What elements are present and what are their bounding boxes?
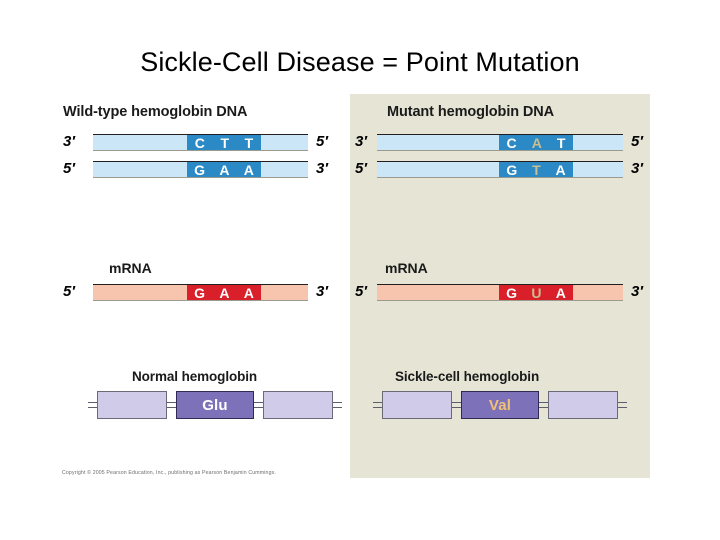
mutant-mrna-codon: G U A <box>499 285 573 300</box>
chain-connector-icon <box>373 401 382 410</box>
mrna-base: G <box>194 284 206 301</box>
wild-type-dna-top-left-prime: 3′ <box>63 133 75 150</box>
mutant-dna-bottom-strand: G T A <box>377 161 623 178</box>
dna-base-mutated: A <box>531 134 542 151</box>
dna-base: T <box>244 134 254 151</box>
wild-type-mrna-left-prime: 5′ <box>63 283 75 300</box>
chain-connector-icon <box>452 401 461 410</box>
wild-type-mrna-codon: G A A <box>187 285 261 300</box>
chain-connector-icon <box>539 401 548 410</box>
mrna-base: A <box>219 284 230 301</box>
amino-acid-box <box>548 391 618 419</box>
mutant-mrna-bar: G U A <box>377 284 623 301</box>
amino-acid-box <box>97 391 167 419</box>
wild-type-dna-top-codon: C T T <box>187 135 261 150</box>
amino-acid-label: Glu <box>202 396 228 414</box>
column-wild-type: Wild-type hemoglobin DNA 3′ 5′ C T T 5′ … <box>55 88 355 490</box>
dna-base: C <box>506 134 517 151</box>
chain-connector-icon <box>333 401 342 410</box>
wild-type-dna-title: Wild-type hemoglobin DNA <box>63 104 248 120</box>
sickle-cell-hemoglobin-chain: Val <box>373 390 627 420</box>
wild-type-dna-bottom-strand: G A A <box>93 161 308 178</box>
wild-type-mrna-title: mRNA <box>109 260 152 276</box>
dna-base: T <box>556 134 566 151</box>
mutant-dna-bottom-right-prime: 3′ <box>631 160 643 177</box>
wild-type-dna-bottom-left-prime: 5′ <box>63 160 75 177</box>
amino-acid-label-mutated: Val <box>488 396 512 414</box>
dna-base-mutated: T <box>532 161 541 178</box>
mutant-dna-top-left-prime: 3′ <box>355 133 367 150</box>
mutant-dna-bottom-codon: G T A <box>499 162 573 177</box>
mutant-dna-bottom-left-prime: 5′ <box>355 160 367 177</box>
amino-acid-box <box>382 391 452 419</box>
dna-base: A <box>219 161 230 178</box>
mutant-dna-top-codon: C A T <box>499 135 573 150</box>
column-mutant: Mutant hemoglobin DNA 3′ 5′ C A T 5′ 3′ … <box>355 88 655 490</box>
wild-type-mrna-bar: G A A <box>93 284 308 301</box>
dna-base: T <box>220 134 230 151</box>
wild-type-dna-top-right-prime: 5′ <box>316 133 328 150</box>
dna-base: A <box>555 161 566 178</box>
amino-acid-box-highlighted: Glu <box>176 391 254 419</box>
copyright-notice: Copyright © 2005 Pearson Education, Inc.… <box>62 470 276 476</box>
mrna-base-mutated: U <box>531 284 542 301</box>
mrna-base: A <box>555 284 566 301</box>
normal-hemoglobin-title: Normal hemoglobin <box>132 369 258 384</box>
sickle-cell-hemoglobin-title: Sickle-cell hemoglobin <box>395 369 540 384</box>
sickle-cell-figure: Wild-type hemoglobin DNA 3′ 5′ C T T 5′ … <box>55 88 665 490</box>
dna-base: A <box>243 161 254 178</box>
chain-connector-icon <box>254 401 263 410</box>
dna-base: C <box>194 134 205 151</box>
wild-type-mrna-right-prime: 3′ <box>316 283 328 300</box>
mutant-dna-title: Mutant hemoglobin DNA <box>387 104 555 120</box>
page-title: Sickle-Cell Disease = Point Mutation <box>140 47 580 77</box>
wild-type-dna-top-strand: C T T <box>93 134 308 151</box>
amino-acid-box-highlighted: Val <box>461 391 539 419</box>
mutant-dna-top-strand: C A T <box>377 134 623 151</box>
wild-type-dna-bottom-right-prime: 3′ <box>316 160 328 177</box>
chain-connector-icon <box>167 401 176 410</box>
mutant-mrna-left-prime: 5′ <box>355 283 367 300</box>
chain-connector-icon <box>88 401 97 410</box>
dna-base: G <box>506 161 518 178</box>
dna-base: G <box>194 161 206 178</box>
mutant-mrna-right-prime: 3′ <box>631 283 643 300</box>
mrna-base: A <box>243 284 254 301</box>
wild-type-dna-bottom-codon: G A A <box>187 162 261 177</box>
mutant-mrna-title: mRNA <box>385 260 428 276</box>
mrna-base: G <box>506 284 518 301</box>
normal-hemoglobin-chain: Glu <box>88 390 342 420</box>
chain-connector-icon <box>618 401 627 410</box>
mutant-dna-top-right-prime: 5′ <box>631 133 643 150</box>
amino-acid-box <box>263 391 333 419</box>
